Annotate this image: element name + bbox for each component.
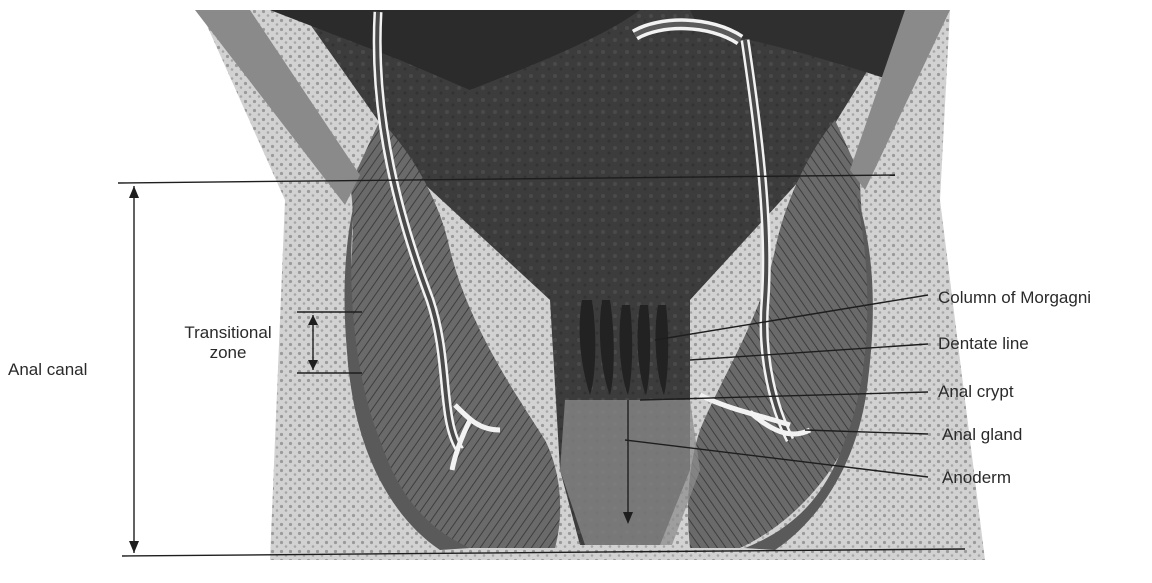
anal-canal-label: Anal canal	[8, 360, 87, 380]
anoderm-region	[560, 400, 700, 545]
transitional-zone-label-line2: zone	[165, 343, 291, 363]
anal-crypt-label: Anal crypt	[938, 382, 1014, 402]
dentate-line-label: Dentate line	[938, 334, 1029, 354]
transitional-zone-label-line1: Transitional	[165, 323, 291, 343]
anoderm-label: Anoderm	[942, 468, 1011, 488]
column-of-morgagni-label: Column of Morgagni	[938, 288, 1091, 308]
anal-gland-label: Anal gland	[942, 425, 1022, 445]
